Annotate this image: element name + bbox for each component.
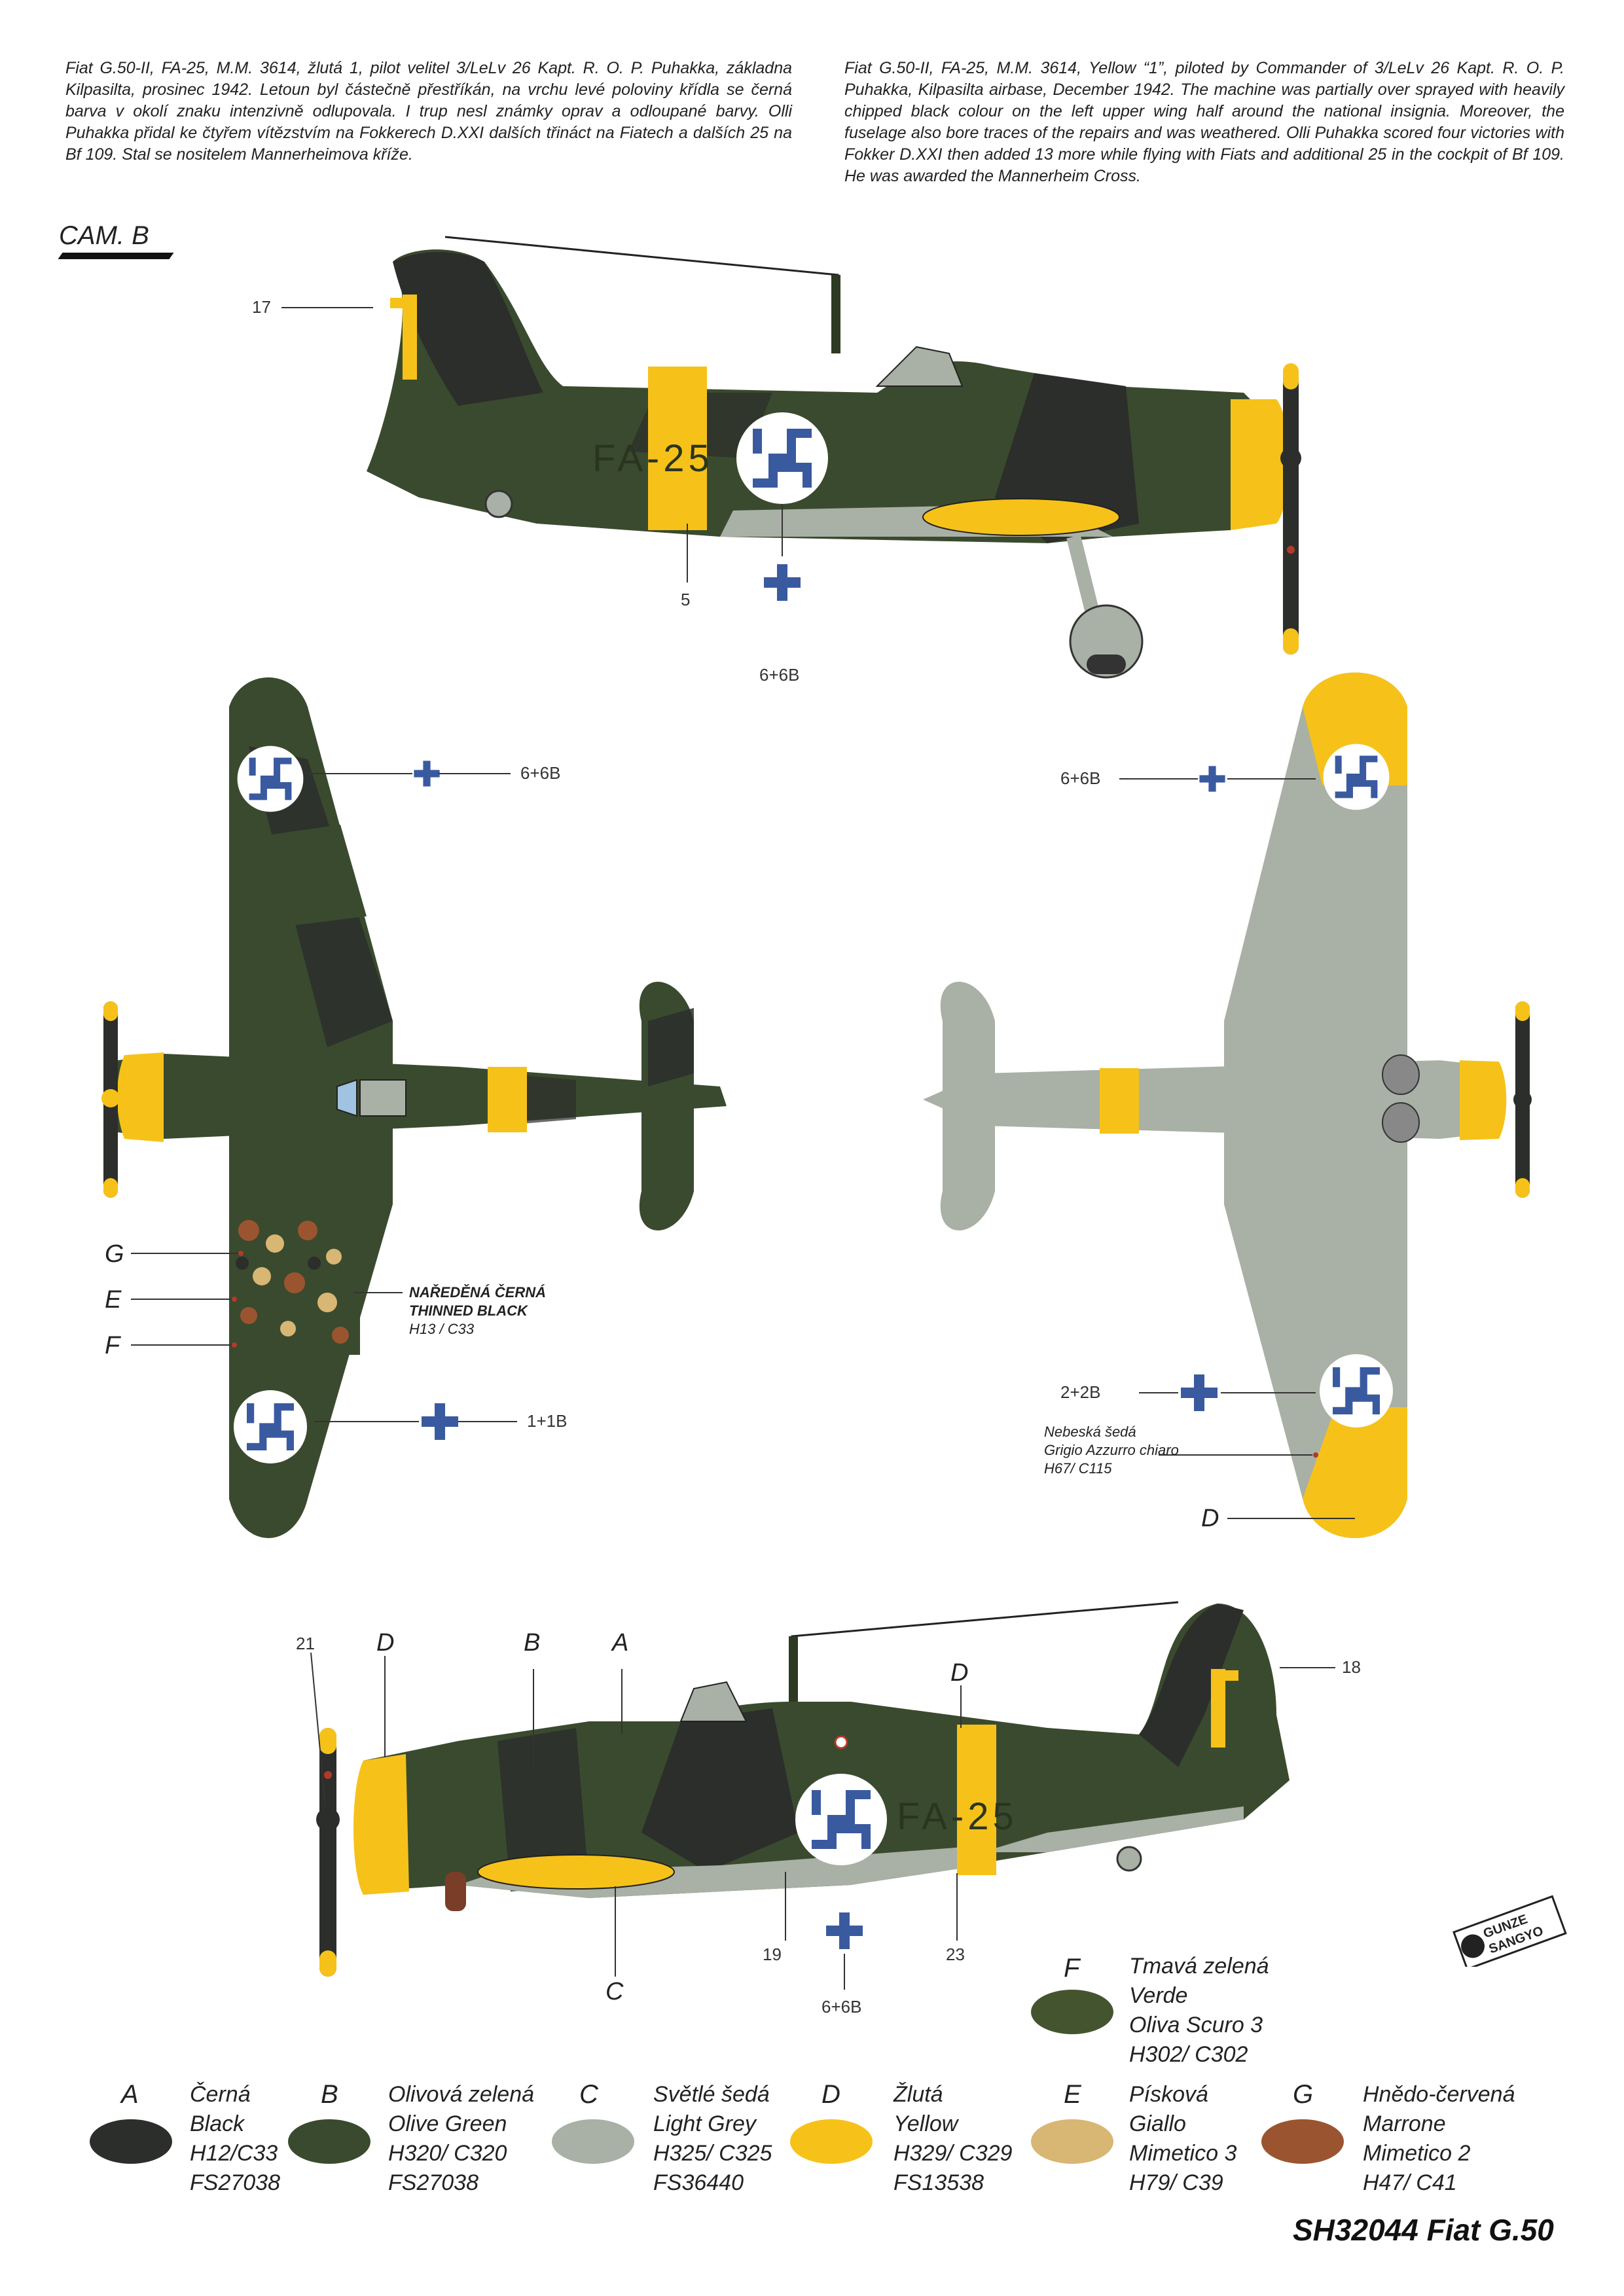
side-view-bottom: FA-25 21 D B A D 18 19 23 6+6B C xyxy=(296,1601,1361,2017)
top-upper-insignia xyxy=(237,745,304,812)
legend-swatch-c xyxy=(552,2119,634,2164)
note-thinned-black-code: H13 / C33 xyxy=(409,1321,475,1337)
bottom-lower-insignia xyxy=(1320,1354,1393,1427)
legend-letter-g: G xyxy=(1293,2080,1314,2109)
top-view: 6+6B 1+1B G E F NAŘEDĚNÁ ČERNÁ THINNED B… xyxy=(101,677,727,1538)
callout-17: 17 xyxy=(252,297,271,317)
gunze-sangyo-logo: GUNZE SANGYO xyxy=(1453,1895,1567,1967)
note-thinned-black-cz: NAŘEDĚNÁ ČERNÁ xyxy=(409,1284,546,1300)
callout-1-1b: 1+1B xyxy=(527,1411,567,1431)
callout-18: 18 xyxy=(1342,1657,1361,1677)
callout-5: 5 xyxy=(681,590,690,609)
legend-letter-f: F xyxy=(1064,1954,1080,1982)
note-sky-grey-code: H67/ C115 xyxy=(1044,1460,1112,1477)
legend-swatch-f xyxy=(1031,1990,1113,2034)
callout-2-2b: 2+2B xyxy=(1060,1382,1100,1402)
callout-letter-g: G xyxy=(105,1240,124,1268)
footer-product-code: SH32044 Fiat G.50 xyxy=(1293,2213,1554,2247)
callout-6-6b-top: 6+6B xyxy=(520,763,560,783)
callout-6-6b-bottom: 6+6B xyxy=(1060,768,1100,788)
callout-6-6b-right: 6+6B xyxy=(821,1997,861,2017)
bottom-upper-insignia xyxy=(1323,744,1390,810)
note-sky-grey-cz: Nebeská šedá xyxy=(1044,1424,1136,1440)
scheme-label: CAM. B xyxy=(59,221,149,250)
side-bottom-codes: FA-25 xyxy=(897,1795,1018,1838)
callout-letter-f: F xyxy=(105,1332,121,1359)
callout-letter-b-side: B xyxy=(524,1629,540,1657)
legend-swatch-g xyxy=(1261,2119,1344,2164)
note-thinned-black-en: THINNED BLACK xyxy=(409,1302,529,1319)
side-top-insignia xyxy=(736,412,828,504)
legend-swatch-d xyxy=(790,2119,873,2164)
note-sky-grey-it: Grigio Azzurro chiaro xyxy=(1044,1442,1179,1458)
callout-letter-a-side: A xyxy=(611,1629,628,1657)
legend-letter-e: E xyxy=(1064,2080,1081,2109)
description-czech: Fiat G.50-II, FA-25, M.M. 3614, žlutá 1,… xyxy=(65,59,792,164)
callout-letter-c-side: C xyxy=(605,1978,624,2005)
description-english: Fiat G.50-II, FA-25, M.M. 3614, Yellow “… xyxy=(844,59,1564,185)
side-view-top: FA-25 17 5 6+6B xyxy=(252,236,1301,685)
side-bottom-wing-cross xyxy=(826,1912,863,1949)
bottom-cross-lower xyxy=(1181,1374,1218,1411)
legend-letter-a: A xyxy=(121,2080,139,2109)
mottle-pattern xyxy=(236,1220,349,1344)
top-cross-lower xyxy=(422,1403,458,1440)
legend-letter-b: B xyxy=(321,2080,338,2109)
bottom-view: 6+6B 2+2B Nebeská šedá Grigio Azzurro ch… xyxy=(923,672,1532,1538)
callout-23: 23 xyxy=(946,1945,965,1964)
side-top-wing-cross xyxy=(764,564,801,601)
callout-21: 21 xyxy=(296,1634,315,1653)
legend-letter-d: D xyxy=(821,2080,840,2109)
bottom-cross-upper xyxy=(1199,766,1225,792)
legend-swatch-a xyxy=(90,2119,172,2164)
top-cross-upper xyxy=(414,761,440,787)
legend-swatch-e xyxy=(1031,2119,1113,2164)
callout-letter-e: E xyxy=(105,1286,122,1314)
legend-swatch-b xyxy=(288,2119,370,2164)
side-top-codes: FA-25 xyxy=(592,437,713,480)
side-bottom-insignia xyxy=(795,1774,887,1865)
callout-6-6b-side: 6+6B xyxy=(759,665,799,685)
callout-letter-d-bottom: D xyxy=(1201,1505,1219,1532)
top-lower-insignia xyxy=(234,1390,307,1463)
callout-letter-d-side-1: D xyxy=(376,1629,394,1657)
callout-19: 19 xyxy=(763,1945,782,1964)
callout-letter-d-side-2: D xyxy=(950,1659,968,1687)
legend-letter-c: C xyxy=(579,2080,598,2109)
